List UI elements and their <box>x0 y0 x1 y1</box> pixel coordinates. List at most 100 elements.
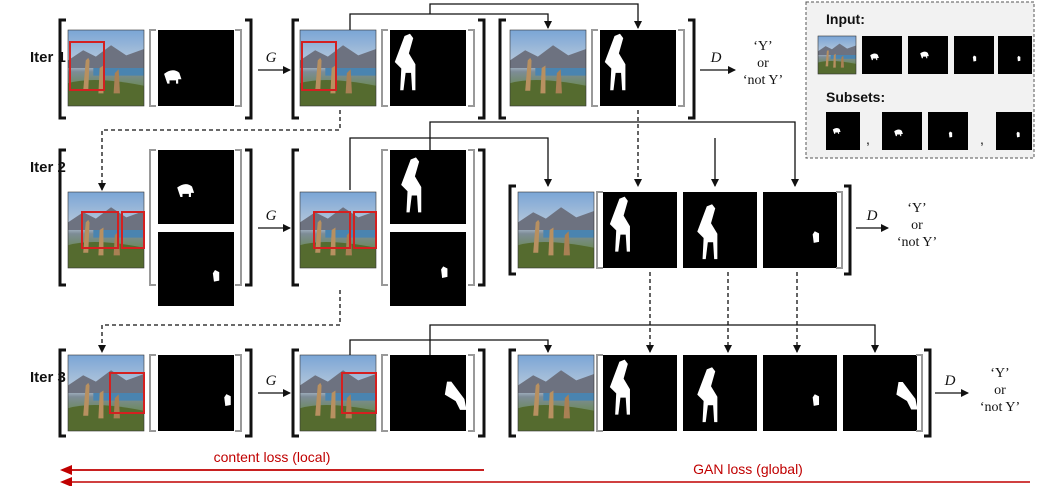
legend-comma-2: , <box>980 131 984 147</box>
object-box <box>81 211 119 249</box>
iter3-disc-bracket-right <box>924 348 932 438</box>
iter3-d-label: D <box>944 373 956 389</box>
iter2-input-bracket-right <box>245 148 253 287</box>
iter3-input-mask <box>158 355 234 431</box>
iter2-output-yes: ‘Y’ <box>907 201 926 216</box>
iter3-disc-mask-1-shape <box>609 359 630 415</box>
iter1-output-bracket-right <box>478 18 486 120</box>
iter1-disc-mask-shape <box>604 33 626 91</box>
legend-input-mask-3-shape <box>972 55 977 62</box>
iter2-output-mask-1-shape <box>401 157 422 213</box>
iter3-disc-mask-3-shape <box>812 394 820 406</box>
iter2-disc-bracket-right <box>844 184 852 276</box>
legend-subset-mask-1 <box>826 112 860 150</box>
iter2-output-mask-2 <box>390 232 466 306</box>
iter1-output-inner-bracket-right <box>468 29 475 107</box>
iter3-photo-skip <box>349 339 552 355</box>
object-box <box>353 211 377 249</box>
iter1-input-photo-border <box>67 29 145 107</box>
object-box <box>313 211 351 249</box>
iter1-photo-skip <box>349 13 552 30</box>
content-loss-label: content loss (local) <box>214 449 331 465</box>
iter1-input-inner-bracket-left <box>149 29 156 107</box>
iter2-output-inner-bracket-right <box>468 149 475 286</box>
legend-subset-mask-3-shape <box>948 131 953 138</box>
iter3-disc-mask-1 <box>603 355 677 431</box>
iter3-disc-photo <box>518 355 594 431</box>
iter1-input-bracket-right <box>245 18 253 120</box>
iter1-input-mask <box>158 30 234 106</box>
iter1-d-label: D <box>710 50 722 66</box>
iter3-input-inner-bracket-right <box>235 354 242 432</box>
iter2-photo-skip <box>349 137 552 190</box>
iter2-disc-photo <box>518 192 594 268</box>
iter1-input-mask-shape <box>164 70 182 84</box>
content-loss-arrowhead <box>60 465 72 475</box>
object-box <box>109 372 145 414</box>
legend-subset-mask-2 <box>882 112 922 150</box>
iter1-disc-inner-bracket-right <box>678 29 685 107</box>
iter3-disc-photo-border <box>517 354 595 432</box>
gan-loss-label: GAN loss (global) <box>693 461 803 477</box>
iter2-d-label: D <box>866 208 878 224</box>
iter1-disc-photo <box>510 30 586 106</box>
iter1-disc-photo-border <box>509 29 587 107</box>
iter2-input-mask-1-shape <box>177 184 195 198</box>
object-box <box>301 41 337 91</box>
iter2-input-inner-bracket-left <box>149 149 156 286</box>
iter2-output-bracket-right <box>478 148 486 287</box>
iter2-disc-inner-bracket-left <box>596 191 603 269</box>
iter3-output-bracket-right <box>478 348 486 438</box>
iter1-input-bracket-left <box>58 18 66 120</box>
iter-1-label: Iter 1 <box>30 49 66 66</box>
iter3-disc-mask-2 <box>683 355 757 431</box>
iter2-output-bracket-left <box>291 148 299 287</box>
iter2-input-photo <box>68 192 144 268</box>
iter1-output-inner-bracket-left <box>381 29 388 107</box>
legend-subset-mask-3 <box>928 112 968 150</box>
legend-input-mask-3 <box>954 36 994 74</box>
iter3-output-bracket-left <box>291 348 299 438</box>
iter1-input-inner-bracket-right <box>235 29 242 107</box>
iter1-output-no: ‘not Y’ <box>743 73 783 88</box>
gan-loss-arrowhead <box>60 477 72 486</box>
iter2-input-mask-2 <box>158 232 234 306</box>
iter2-input-inner-bracket-right <box>235 149 242 286</box>
iter-3-label: Iter 3 <box>30 369 66 386</box>
legend-input-mask-1-shape <box>870 53 879 61</box>
iter3-input-bracket-left <box>58 348 66 438</box>
iter3-input-mask-shape <box>224 394 231 407</box>
iter3-output-photo <box>300 355 376 431</box>
legend-input-title: Input: <box>826 11 865 27</box>
legend-input-mask-2-shape <box>920 51 929 59</box>
iter3-output-no: ‘not Y’ <box>980 400 1020 415</box>
iter2-disc-photo-border <box>517 191 595 269</box>
iter1-disc-bracket-right <box>688 18 696 120</box>
iter3-disc-mask-4-shape <box>896 382 918 410</box>
legend-subset-mask-4 <box>996 112 1032 150</box>
object-box <box>341 372 377 414</box>
iter2-output-inner-bracket-left <box>381 149 388 286</box>
iter2-input-mask-1 <box>158 150 234 224</box>
iter3-output-inner-bracket-left <box>381 354 388 432</box>
iter3-output-mask-shape <box>444 381 467 410</box>
object-box <box>121 211 145 249</box>
iter2-output-no: ‘not Y’ <box>897 235 937 250</box>
legend-input-mask-4 <box>998 36 1032 74</box>
iter1-to-iter2-dashed <box>98 110 341 191</box>
iter2-output-or: or <box>911 218 923 233</box>
object-box <box>69 41 105 91</box>
iter-2-label: Iter 2 <box>30 159 66 176</box>
iter3-disc-mask-3 <box>763 355 837 431</box>
iter2-input-mask-2-shape <box>212 270 220 282</box>
legend-comma-1: , <box>866 131 870 147</box>
legend-input-mask-4-shape <box>1017 55 1021 62</box>
iter2-disc-mask-1 <box>603 192 677 268</box>
iter2-disc-mask-3-shape <box>812 231 820 243</box>
legend-subset-mask-2-shape <box>894 129 903 137</box>
iter3-mask-skip <box>429 324 879 355</box>
iter3-g-label: G <box>266 373 277 389</box>
iter3-input-bracket-right <box>245 348 253 438</box>
iter2-input-bracket-left <box>58 148 66 287</box>
